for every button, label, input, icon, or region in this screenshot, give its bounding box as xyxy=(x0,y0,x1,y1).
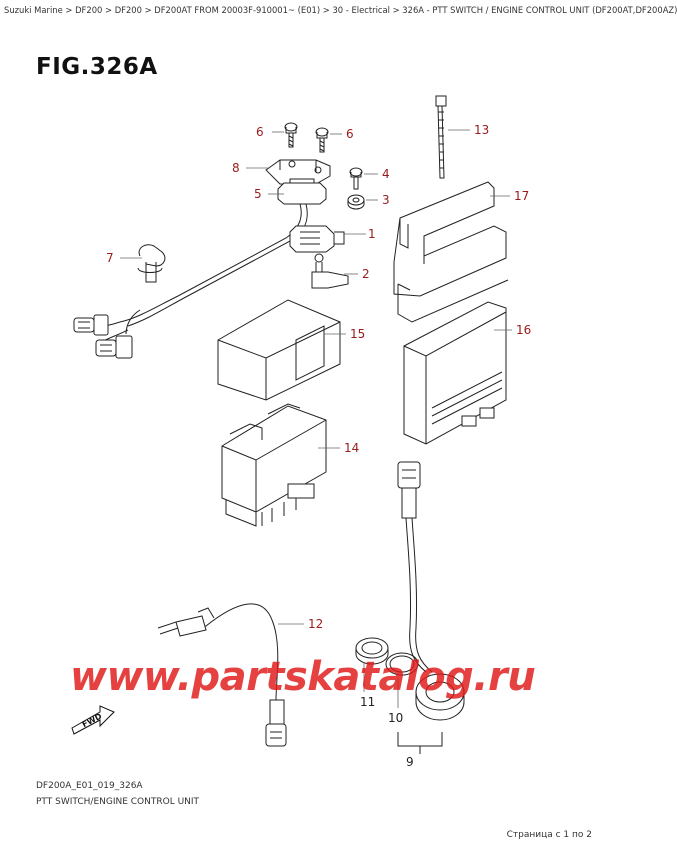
callout-7: 7 xyxy=(106,251,114,265)
plug-left-lower xyxy=(95,335,133,359)
breadcrumb[interactable]: Suzuki Marine > DF200 > DF200 > DF200AT … xyxy=(4,5,677,15)
cover-box-part-15 xyxy=(217,299,341,401)
bracket-part-8 xyxy=(265,159,331,185)
callout-2: 2 xyxy=(362,267,370,281)
nut-part-11 xyxy=(355,637,389,665)
callout-12: 12 xyxy=(308,617,323,631)
callout-3: 3 xyxy=(382,193,390,207)
plug-left-upper xyxy=(73,314,109,336)
sensor-part-2 xyxy=(311,253,349,289)
callout-4: 4 xyxy=(382,167,390,181)
diagram-code: DF200A_E01_019_326A xyxy=(36,781,143,791)
leader-lines xyxy=(120,129,512,708)
module-part-14 xyxy=(221,403,327,527)
washer-part-3 xyxy=(347,194,365,210)
watermark: www.partskatalog.ru xyxy=(70,654,536,700)
callout-11: 11 xyxy=(360,695,375,709)
callout-8: 8 xyxy=(232,161,240,175)
figure-title: FIG.326A xyxy=(36,54,158,80)
callout-14: 14 xyxy=(344,441,359,455)
screw-part-6b xyxy=(315,127,329,153)
clip-part-7 xyxy=(137,244,166,283)
screw-part-4 xyxy=(349,167,363,190)
cover-part-17 xyxy=(393,181,509,323)
callout-5: 5 xyxy=(254,187,262,201)
callout-17: 17 xyxy=(514,189,529,203)
callout-15: 15 xyxy=(350,327,365,341)
diagram-caption: PTT SWITCH/ENGINE CONTROL UNIT xyxy=(36,797,200,807)
callout-16: 16 xyxy=(516,323,531,337)
connector-part-1 xyxy=(289,225,345,253)
callout-10: 10 xyxy=(388,711,403,725)
cable-tie-part-13 xyxy=(435,95,447,179)
callout-13: 13 xyxy=(474,123,489,137)
callout-1: 1 xyxy=(368,227,376,241)
callout-9: 9 xyxy=(406,755,414,769)
o-ring-part-10 xyxy=(385,652,419,676)
engine-control-unit-part-16 xyxy=(403,301,507,445)
fwd-label: FWD xyxy=(81,711,104,729)
callout-6a: 6 xyxy=(256,125,264,139)
screw-part-6a xyxy=(284,122,298,148)
parts-diagram: 6 6 8 4 5 3 1 7 2 13 17 15 16 14 12 11 1… xyxy=(71,95,531,769)
callout-6b: 6 xyxy=(346,127,354,141)
ptt-switch-part-9 xyxy=(397,673,465,754)
connector-wire-lower xyxy=(397,461,433,673)
fwd-arrow-icon xyxy=(71,705,115,735)
lead-wire-part-12 xyxy=(157,603,287,747)
switch-part-5 xyxy=(277,178,327,205)
page-indicator: Страница с 1 по 2 xyxy=(506,830,592,840)
